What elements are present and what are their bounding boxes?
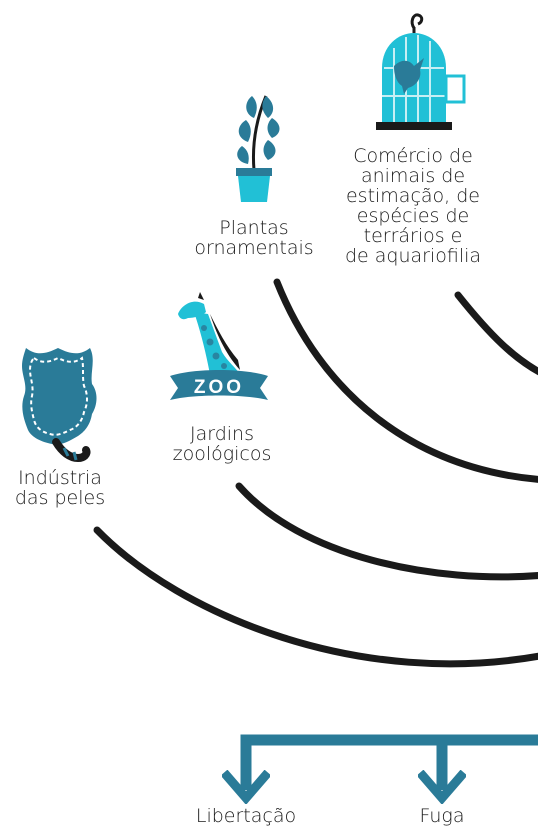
- label-line: Plantas: [219, 217, 289, 239]
- label-line: Indústria: [18, 467, 102, 489]
- label-line: ornamentais: [194, 237, 314, 259]
- label-line: das peles: [14, 487, 106, 509]
- label-line: de aquariofilia: [344, 245, 482, 267]
- branch-connector: [240, 734, 538, 790]
- pathway-curve-fur: [93, 526, 538, 668]
- label-line: animais de: [360, 165, 466, 187]
- pathway-curve-plants: [273, 278, 538, 483]
- pathway-curve-pet-trade: [454, 291, 538, 376]
- label-ornamental-plants: Plantas ornamentais: [186, 218, 322, 258]
- giraffe-icon: ZOO: [164, 292, 274, 414]
- label-line: Jardins: [189, 423, 254, 445]
- arrow-down-icon: [416, 769, 468, 805]
- label-pet-trade: Comércio de animais de estimação, de esp…: [338, 146, 488, 266]
- animal-pelt-icon: [12, 334, 104, 464]
- arrow-down-icon: [220, 769, 272, 805]
- label-zoos: Jardins zoológicos: [160, 424, 284, 464]
- label-fur-industry: Indústria das peles: [0, 468, 120, 508]
- label-line: estimação, de: [345, 185, 480, 207]
- bird-cage-icon: [372, 8, 472, 136]
- pathway-curve-zoos: [235, 482, 538, 581]
- label-line: espécies de: [356, 205, 470, 227]
- label-line: Comércio de: [353, 145, 473, 167]
- zoo-badge-text: ZOO: [194, 377, 244, 398]
- outcome-label-release: Libertação: [195, 805, 297, 827]
- label-line: zoológicos: [172, 443, 272, 465]
- potted-plant-icon: [228, 88, 284, 204]
- label-line: terrários e: [363, 225, 463, 247]
- outcome-label-escape: Fuga: [419, 805, 465, 827]
